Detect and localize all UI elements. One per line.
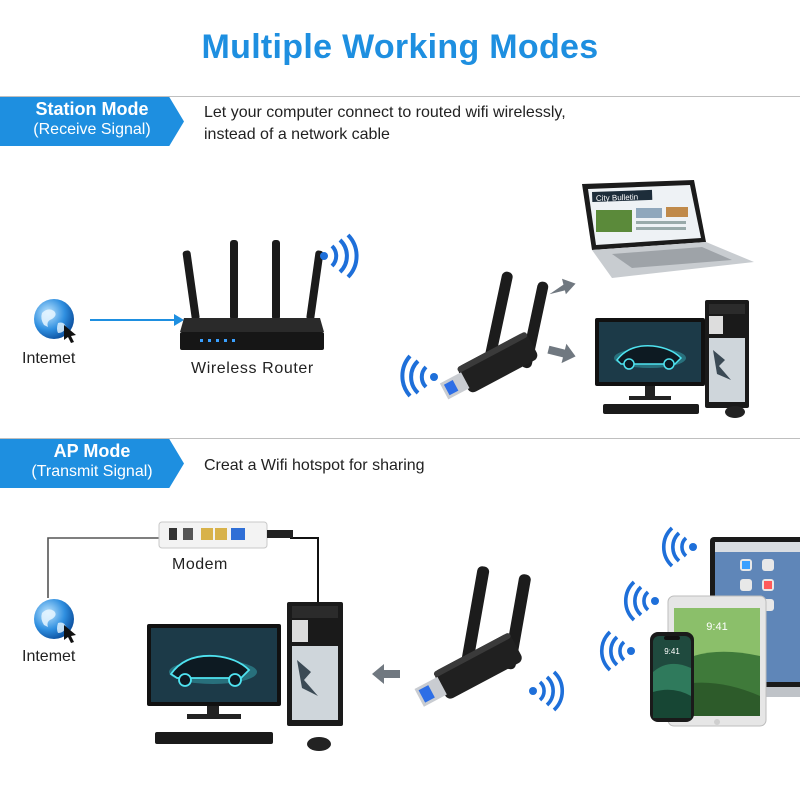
phone-time: 9:41 bbox=[664, 647, 680, 656]
section-divider bbox=[0, 96, 800, 97]
ap-mode-description: Creat a Wifi hotspot for sharing bbox=[204, 457, 425, 474]
ap-internet-label: Intemet bbox=[22, 648, 76, 665]
ap-mode-title: AP Mode bbox=[53, 441, 131, 461]
station-mode-subtitle: (Receive Signal) bbox=[33, 121, 151, 138]
tablet-time: 9:41 bbox=[706, 621, 727, 633]
station-desc-line2: instead of a network cable bbox=[204, 126, 390, 143]
wifi-icon bbox=[662, 526, 697, 568]
station-mode-title: Station Mode bbox=[35, 99, 149, 119]
wifi-icon bbox=[320, 233, 359, 279]
station-internet-label: Intemet bbox=[22, 350, 76, 367]
laptop-icon: City Bulletin bbox=[582, 180, 754, 278]
station-desc-line1: Let your computer connect to routed wifi… bbox=[204, 104, 566, 121]
station-mode-tab: Station Mode (Receive Signal) bbox=[0, 97, 184, 146]
ap-mode-tab: AP Mode (Transmit Signal) bbox=[0, 439, 184, 488]
ap-mode-subtitle: (Transmit Signal) bbox=[31, 463, 153, 480]
station-mode-description: Let your computer connect to routed wifi… bbox=[204, 102, 566, 146]
globe-icon bbox=[34, 599, 76, 643]
wifi-icon bbox=[400, 354, 438, 398]
usb-adapter-icon bbox=[439, 271, 549, 400]
network-cable bbox=[47, 537, 319, 610]
arrow-icon bbox=[372, 664, 400, 684]
section-divider bbox=[0, 438, 800, 439]
desktop-pc-icon bbox=[147, 602, 343, 751]
arrow-icon bbox=[547, 343, 576, 364]
modem-icon bbox=[158, 521, 293, 549]
wifi-icon bbox=[529, 670, 564, 712]
wifi-icon bbox=[624, 580, 659, 622]
phone-icon: 9:41 bbox=[650, 632, 694, 722]
router-icon bbox=[180, 240, 324, 350]
globe-icon bbox=[34, 299, 76, 343]
arrow-icon bbox=[549, 278, 576, 295]
usb-adapter-icon bbox=[414, 566, 531, 707]
router-label: Wireless Router bbox=[191, 360, 314, 377]
modem-label: Modem bbox=[172, 556, 228, 573]
arrow-icon bbox=[90, 314, 184, 326]
desktop-pc-icon bbox=[595, 300, 749, 418]
laptop-screen-text: City Bulletin bbox=[596, 193, 639, 203]
wifi-icon bbox=[600, 630, 635, 672]
page-title: Multiple Working Modes bbox=[201, 28, 599, 66]
